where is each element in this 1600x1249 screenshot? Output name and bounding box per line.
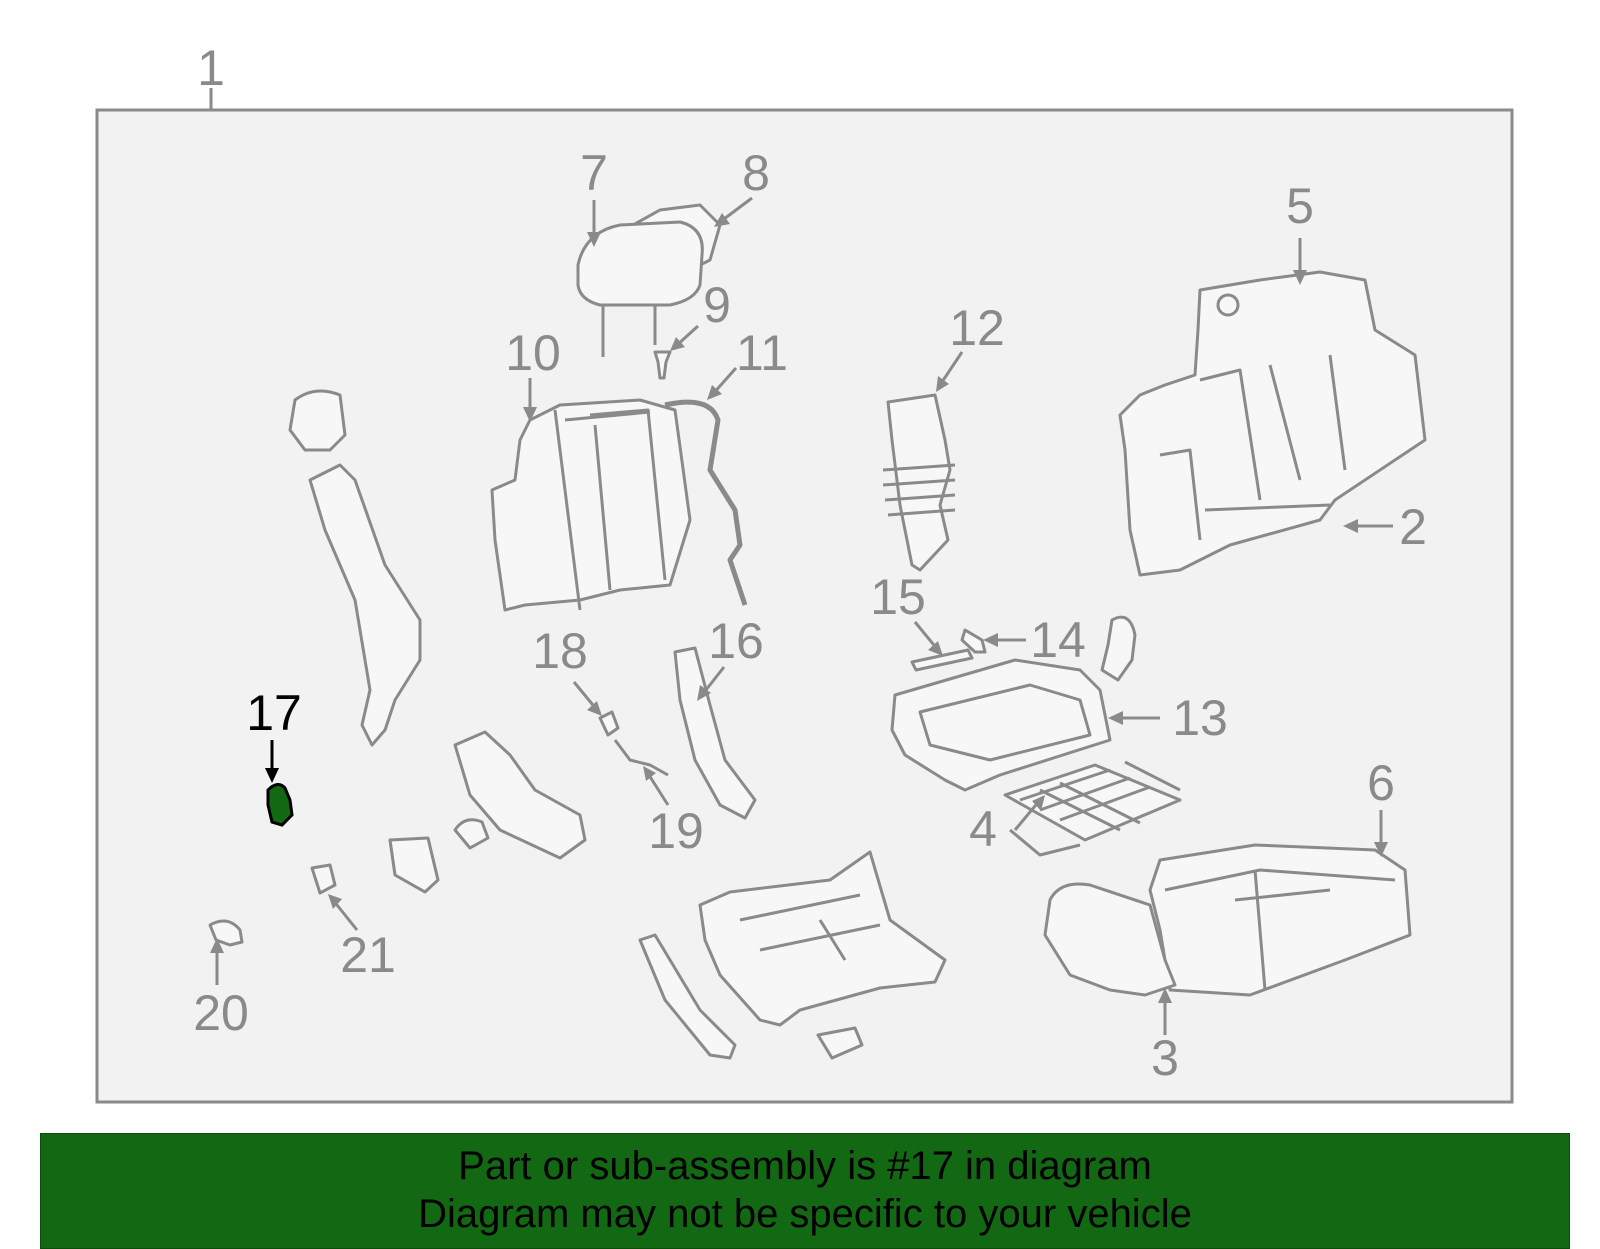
arrowhead-20: [210, 938, 224, 953]
callout-10: 10: [505, 325, 561, 381]
callout-18: 18: [532, 623, 588, 679]
arrowhead-6: [1374, 842, 1388, 857]
callout-9: 9: [703, 277, 731, 333]
arrowhead-11: [707, 385, 722, 400]
spring-mat-part[interactable]: [1003, 763, 1182, 842]
arrowhead-14: [983, 633, 998, 647]
callout-11: 11: [736, 325, 788, 381]
banner-line-part-number: Part or sub-assembly is #17 in diagram: [458, 1144, 1152, 1188]
seat-cushion-pad-part[interactable]: [1043, 882, 1177, 997]
leader-12: [938, 351, 964, 386]
banner-line-disclaimer: Diagram may not be specific to your vehi…: [418, 1192, 1192, 1236]
callout-8: 8: [742, 145, 770, 201]
callout-2: 2: [1399, 499, 1427, 555]
headrest-guide-part[interactable]: [653, 350, 672, 380]
arrowhead-10: [523, 407, 537, 422]
arrowhead-17: [265, 768, 279, 783]
rod-part[interactable]: [910, 648, 974, 672]
arrowhead-8: [714, 213, 730, 227]
release-handle-part[interactable]: [1100, 615, 1137, 682]
clip-part[interactable]: [960, 628, 987, 654]
side-shield-part[interactable]: [453, 730, 587, 860]
cover-cap-20-part[interactable]: [208, 919, 244, 947]
seat-cushion-cover-seam: [1164, 868, 1396, 991]
seat-back-cover-seam: [1159, 354, 1347, 541]
bracket-part[interactable]: [816, 1026, 864, 1060]
seat-adjuster-detail: [739, 893, 881, 961]
knob-part[interactable]: [453, 818, 490, 850]
seat-cushion-frame-inner: [918, 683, 1092, 762]
seat-side-bracket-part[interactable]: [308, 463, 422, 747]
arrowhead-3: [1158, 988, 1172, 1003]
arrowhead-2: [1343, 519, 1358, 533]
headrest-front-part[interactable]: [576, 220, 704, 307]
arrowhead-18: [587, 701, 602, 716]
callout-21: 21: [340, 927, 396, 983]
arrowhead-4: [1032, 795, 1045, 811]
arrowhead-16: [697, 685, 711, 701]
arrowhead-9: [670, 337, 685, 351]
arrowhead-19: [643, 766, 656, 781]
callout-3: 3: [1151, 1030, 1179, 1086]
spring-mat-grid: [1019, 768, 1151, 832]
seat-cushion-cover-part[interactable]: [1148, 843, 1412, 997]
spring-wire: [1009, 760, 1181, 857]
seat-back-frame-rail: [553, 408, 667, 611]
arrowhead-13: [1108, 711, 1123, 725]
arrowhead-5: [1293, 270, 1307, 285]
leader-21: [331, 899, 359, 931]
highlighted-part-17[interactable]: [266, 783, 294, 827]
info-banner: Part or sub-assembly is #17 in diagram D…: [40, 1133, 1570, 1249]
leader-19: [645, 771, 670, 806]
switch-panel-part[interactable]: [388, 836, 440, 894]
switch-harness-part[interactable]: [613, 739, 669, 777]
callout-15: 15: [870, 569, 926, 625]
callout-7: 7: [580, 145, 608, 201]
track-cover-part[interactable]: [673, 646, 757, 820]
arrowhead-7: [587, 232, 601, 247]
callout-12: 12: [949, 300, 1005, 356]
arrowhead-21: [328, 894, 342, 909]
seat-belt-buckle-part[interactable]: [288, 389, 347, 452]
headrest-hole: [1216, 293, 1240, 317]
callout-6: 6: [1367, 755, 1395, 811]
callout-20: 20: [193, 985, 249, 1041]
callout-16: 16: [708, 613, 764, 669]
switch-part[interactable]: [598, 710, 620, 737]
callout-13: 13: [1172, 690, 1228, 746]
arrowhead-15: [928, 641, 943, 656]
callout-19: 19: [648, 803, 704, 859]
lumbar-support-ribs: [882, 463, 956, 517]
callout-4: 4: [969, 801, 997, 857]
callout-17: 17: [246, 685, 302, 741]
callout-14: 14: [1030, 612, 1086, 668]
track-rail-part[interactable]: [638, 933, 737, 1060]
callout-1: 1: [197, 40, 225, 96]
cover-cap-21-part[interactable]: [310, 863, 337, 895]
wire-harness-part[interactable]: [664, 399, 748, 606]
callout-5: 5: [1286, 178, 1314, 234]
arrowhead-12: [936, 376, 949, 392]
